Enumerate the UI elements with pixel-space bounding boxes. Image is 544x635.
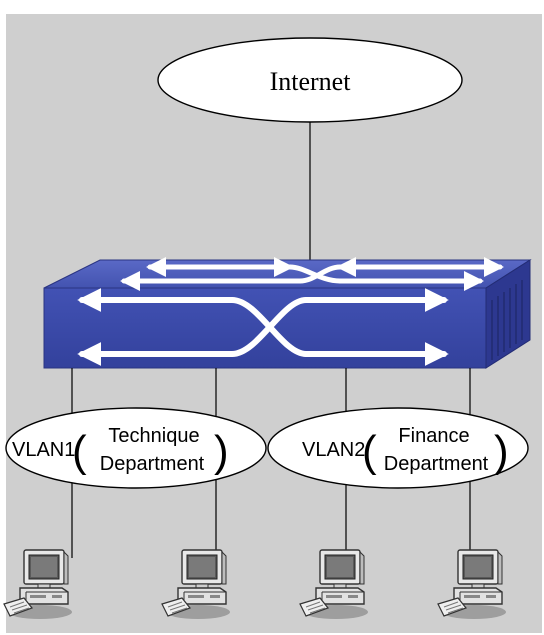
- vlan2-dept-line2: Department: [384, 453, 489, 475]
- vlan2-name: VLAN2: [302, 439, 365, 461]
- vlan1-dept-line2: Department: [100, 453, 205, 475]
- vlan1-group: VLAN1 ( Technique Department ): [5, 407, 267, 489]
- vlan1-ellipse: [5, 407, 267, 489]
- internet-label: Internet: [270, 67, 352, 96]
- switch-icon: [43, 257, 532, 369]
- internet-ellipse: [157, 37, 463, 123]
- vlan2-ellipse: [267, 407, 529, 489]
- vlan2-group: VLAN2 ( Finance Department ): [267, 407, 529, 489]
- internet-node: Internet: [157, 37, 463, 123]
- vlan1-close-paren: ): [214, 427, 229, 476]
- switch-top-face: [43, 259, 532, 289]
- vlan1-dept-line1: Technique: [108, 425, 199, 447]
- vlan2-close-paren: ): [494, 427, 509, 476]
- vlan2-open-paren: (: [362, 427, 377, 476]
- vlan1-name: VLAN1: [12, 439, 75, 461]
- switch-side-face: [485, 259, 531, 369]
- vlan2-dept-line1: Finance: [398, 425, 469, 447]
- vlan1-open-paren: (: [72, 427, 87, 476]
